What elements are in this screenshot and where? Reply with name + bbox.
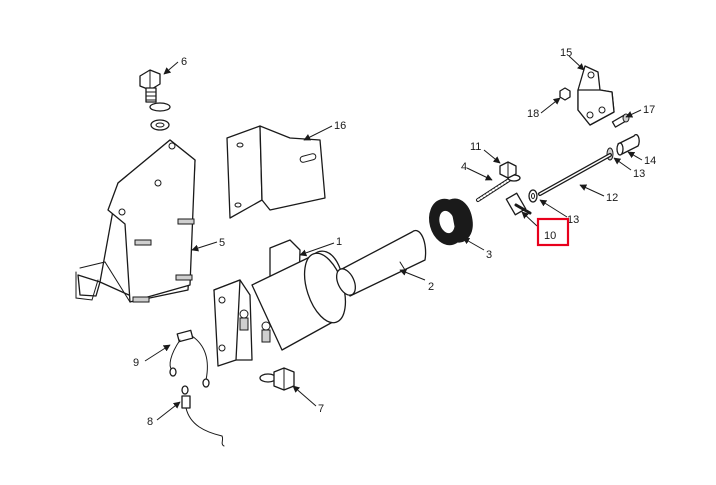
part-2-sleeve: [335, 229, 427, 297]
part-6-bolt: [139, 69, 171, 131]
callout-10-highlight-box: [536, 217, 570, 247]
callout-2[interactable]: 2: [428, 281, 434, 293]
part-18-nut: [559, 87, 571, 101]
callout-6[interactable]: 6: [181, 56, 187, 68]
callout-9[interactable]: 9: [133, 357, 139, 369]
callout-17[interactable]: 17: [643, 104, 655, 116]
part-4-threaded-rod: [476, 174, 521, 202]
part-17-screw: [611, 113, 630, 128]
part-7-nut-washer: [259, 367, 295, 391]
callout-12[interactable]: 12: [606, 192, 618, 204]
part-9-wire: [169, 329, 210, 388]
callout-13-upper[interactable]: 13: [633, 168, 645, 180]
callout-1[interactable]: 1: [336, 236, 342, 248]
part-10-clevis-pin: [505, 192, 532, 216]
part-13-washer-lower: [528, 189, 538, 203]
callout-14[interactable]: 14: [644, 155, 656, 167]
callout-labels: 6 16 5 1 2 3 4 11 7 9 8 10 13 12 13 14 1…: [133, 47, 656, 428]
part-16-angle-bracket: [226, 125, 326, 219]
callout-4[interactable]: 4: [461, 161, 467, 173]
callout-13-lower[interactable]: 13: [567, 214, 579, 226]
part-12-long-rod: [538, 153, 612, 196]
part-15-top-bracket: [577, 65, 615, 126]
part-1-motor: [213, 239, 347, 367]
callout-10[interactable]: 10: [544, 230, 556, 242]
leader-lines: [144, 55, 643, 421]
callout-18[interactable]: 18: [527, 108, 539, 120]
callout-8[interactable]: 8: [147, 416, 153, 428]
callout-11[interactable]: 11: [470, 141, 481, 153]
callout-7[interactable]: 7: [318, 403, 324, 415]
part-14-pin-cap: [616, 133, 640, 156]
part-3-boot: [429, 198, 473, 246]
part-11-nut: [499, 161, 517, 179]
callout-15[interactable]: 15: [560, 47, 572, 59]
callout-16[interactable]: 16: [334, 120, 346, 132]
part-5-mounting-bracket: [75, 139, 196, 303]
callout-5[interactable]: 5: [219, 237, 225, 249]
callout-3[interactable]: 3: [486, 249, 492, 261]
part-8-wire-lead: [181, 385, 225, 447]
